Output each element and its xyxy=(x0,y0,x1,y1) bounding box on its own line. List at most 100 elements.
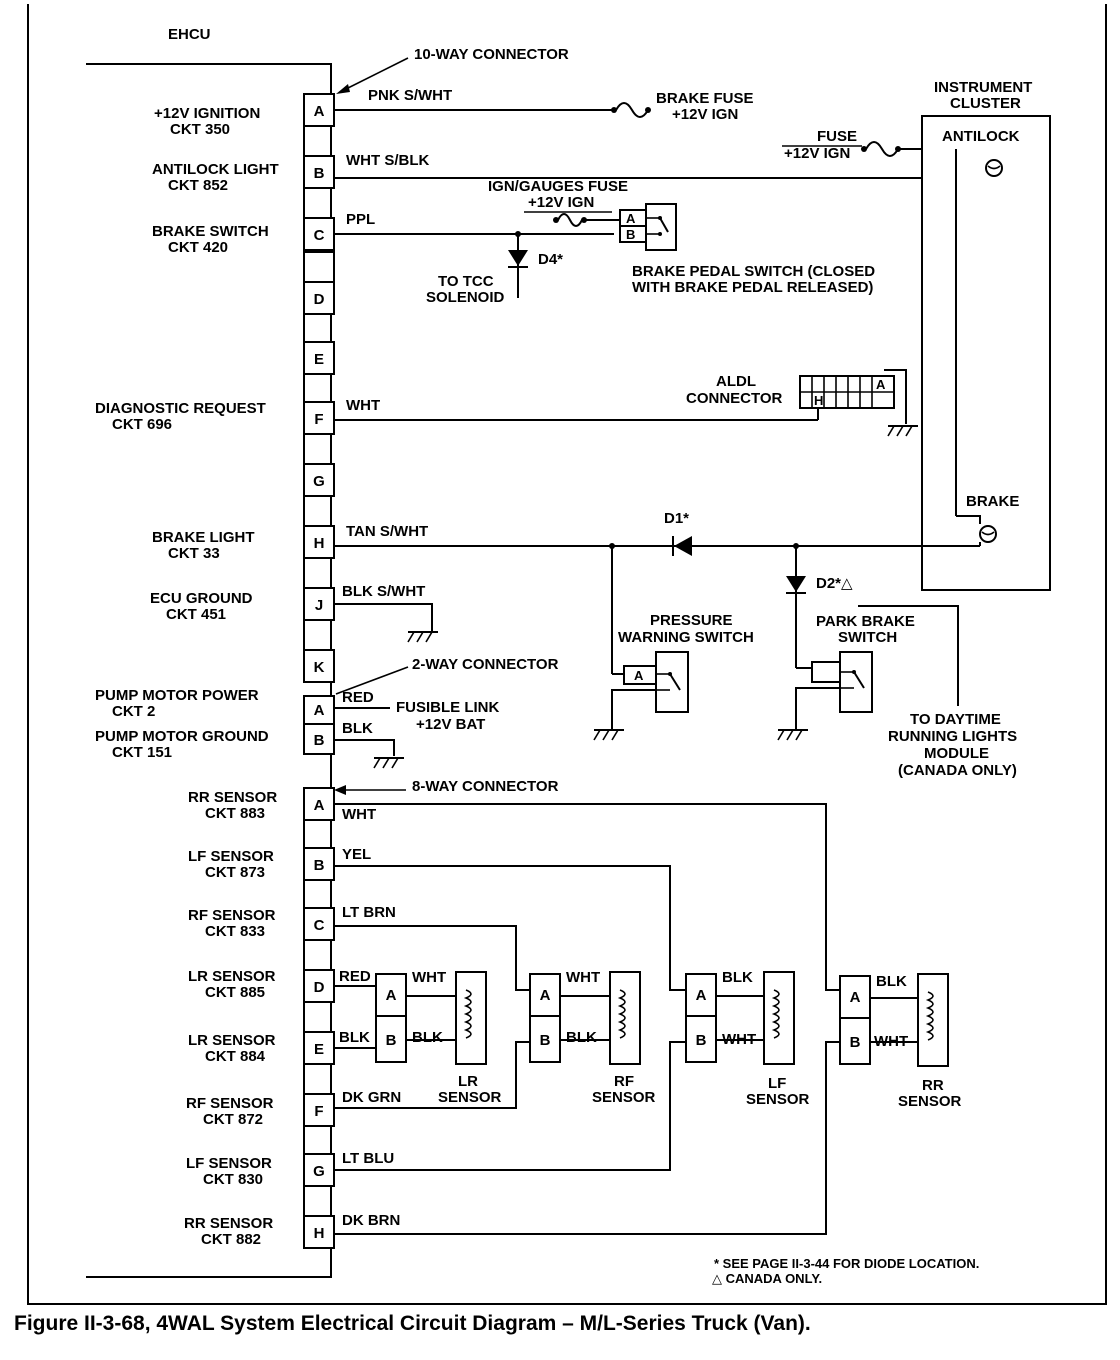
brake-fuse-label: BRAKE FUSE xyxy=(656,90,754,107)
pin-label: B xyxy=(386,1032,397,1049)
pin-label: A xyxy=(850,989,861,1006)
ign-fuse-label: +12V IGN xyxy=(528,194,594,211)
brake-fuse-label: +12V IGN xyxy=(672,106,738,123)
wire xyxy=(334,925,530,991)
fusible-link-label: +12V BAT xyxy=(416,716,485,733)
fuse-symbol xyxy=(557,213,583,227)
pin-label: D xyxy=(314,979,325,996)
sensor-label: SENSOR xyxy=(592,1089,656,1106)
wire-color-label: WHT S/BLK xyxy=(346,152,429,169)
pin-label: A xyxy=(876,377,886,392)
junction-dot xyxy=(861,146,867,152)
sensor-label: SENSOR xyxy=(898,1093,962,1110)
pin-label: A xyxy=(386,987,397,1004)
circuit-number: CKT 420 xyxy=(168,239,228,256)
pin-label: F xyxy=(314,411,323,428)
pin-label: H xyxy=(814,393,823,408)
circuit-name: PUMP MOTOR POWER xyxy=(95,687,259,704)
sensor-label: LF xyxy=(768,1075,786,1092)
tcc-label: SOLENOID xyxy=(426,289,505,306)
sensor-wire-label: WHT xyxy=(722,1031,756,1048)
diagram-frame xyxy=(27,4,1107,1305)
brake-pedal-switch-label: WITH BRAKE PEDAL RELEASED) xyxy=(632,279,873,296)
cluster-label: INSTRUMENT xyxy=(934,79,1032,96)
sensor-label: LR xyxy=(458,1073,478,1090)
aldl-connector xyxy=(799,375,895,409)
sensor-label: SENSOR xyxy=(438,1089,502,1106)
pin-label: F xyxy=(314,1103,323,1120)
wire-color-label: BLK xyxy=(342,720,373,737)
wire xyxy=(334,1041,840,1235)
wire xyxy=(334,1041,530,1109)
fusible-link-label: FUSIBLE LINK xyxy=(396,699,499,716)
wire xyxy=(334,739,395,756)
park-brake-switch xyxy=(811,651,873,713)
pin-label: B xyxy=(850,1034,861,1051)
pin-label: B xyxy=(626,227,635,242)
pin-label: A xyxy=(634,668,644,683)
pin-label: C xyxy=(314,917,325,934)
pin-label: D xyxy=(314,291,325,308)
wire-color-label: RED xyxy=(339,968,371,985)
wire-color-label: TAN S/WHT xyxy=(346,523,428,540)
park-brake-switch-label: SWITCH xyxy=(838,629,897,646)
wire xyxy=(956,515,981,524)
wire-color-label: BLK xyxy=(339,1029,370,1046)
circuit-number: CKT 33 xyxy=(168,545,220,562)
wire-color-label: LT BLU xyxy=(342,1150,394,1167)
circuit-number: CKT 884 xyxy=(205,1048,266,1065)
pin-label: J xyxy=(315,597,323,614)
ground-symbol xyxy=(373,757,404,769)
pin-label: E xyxy=(314,1041,324,1058)
circuit-name: DIAGNOSTIC REQUEST xyxy=(95,400,266,417)
circuit-number: CKT 350 xyxy=(170,121,230,138)
wire-color-label: PNK S/WHT xyxy=(368,87,452,104)
brake-lamp-label: BRAKE xyxy=(966,493,1019,510)
pin-label: K xyxy=(314,659,325,676)
ground-symbol xyxy=(777,729,808,741)
two-way-connector xyxy=(303,695,335,755)
wire-color-label: PPL xyxy=(346,211,375,228)
circuit-name: RF SENSOR xyxy=(188,907,276,924)
sensor-wire-label: WHT xyxy=(566,969,600,986)
pressure-warning-switch xyxy=(623,651,689,713)
lamp-filament xyxy=(987,165,1001,170)
ehcu-title: EHCU xyxy=(168,26,211,43)
lamp-filament xyxy=(981,531,995,536)
eight-way-connector-label: 8-WAY CONNECTOR xyxy=(412,778,559,795)
cluster-label: CLUSTER xyxy=(950,95,1021,112)
pin-label: A xyxy=(696,987,707,1004)
circuit-number: CKT 151 xyxy=(112,744,172,761)
drl-label: MODULE xyxy=(924,745,989,762)
fuse-symbol xyxy=(615,102,649,118)
pin-label: H xyxy=(314,1225,325,1242)
tcc-label: TO TCC xyxy=(438,273,494,290)
pin-label: A xyxy=(626,211,636,226)
sensor-wire-label: WHT xyxy=(874,1033,908,1050)
wire-color-label: WHT xyxy=(346,397,380,414)
sensor-wire-label: BLK xyxy=(876,973,907,990)
sensor-label: RR xyxy=(922,1077,944,1094)
drl-label: TO DAYTIME xyxy=(910,711,1001,728)
rr-sensor xyxy=(839,973,949,1067)
footnote: △ CANADA ONLY. xyxy=(712,1271,822,1286)
wire xyxy=(884,369,907,424)
circuit-number: CKT 882 xyxy=(201,1231,261,1248)
figure-caption: Figure II-3-68, 4WAL System Electrical C… xyxy=(14,1312,811,1335)
circuit-number: CKT 885 xyxy=(205,984,265,1001)
circuit-name: LF SENSOR xyxy=(186,1155,272,1172)
arrowhead xyxy=(336,84,350,94)
brake-pedal-switch xyxy=(619,203,677,251)
circuit-number: CKT 852 xyxy=(168,177,228,194)
circuit-name: RR SENSOR xyxy=(184,1215,273,1232)
circuit-name: ANTILOCK LIGHT xyxy=(152,161,279,178)
circuit-name: RF SENSOR xyxy=(186,1095,274,1112)
wire-color-label: WHT xyxy=(342,806,376,823)
sensor-wire-label: BLK xyxy=(566,1029,597,1046)
circuit-number: CKT 883 xyxy=(205,805,265,822)
wire-color-label: RED xyxy=(342,689,374,706)
sensor-wire-label: BLK xyxy=(722,969,753,986)
footnote: * SEE PAGE II-3-44 FOR DIODE LOCATION. xyxy=(714,1256,979,1271)
pin-label: G xyxy=(313,1163,325,1180)
